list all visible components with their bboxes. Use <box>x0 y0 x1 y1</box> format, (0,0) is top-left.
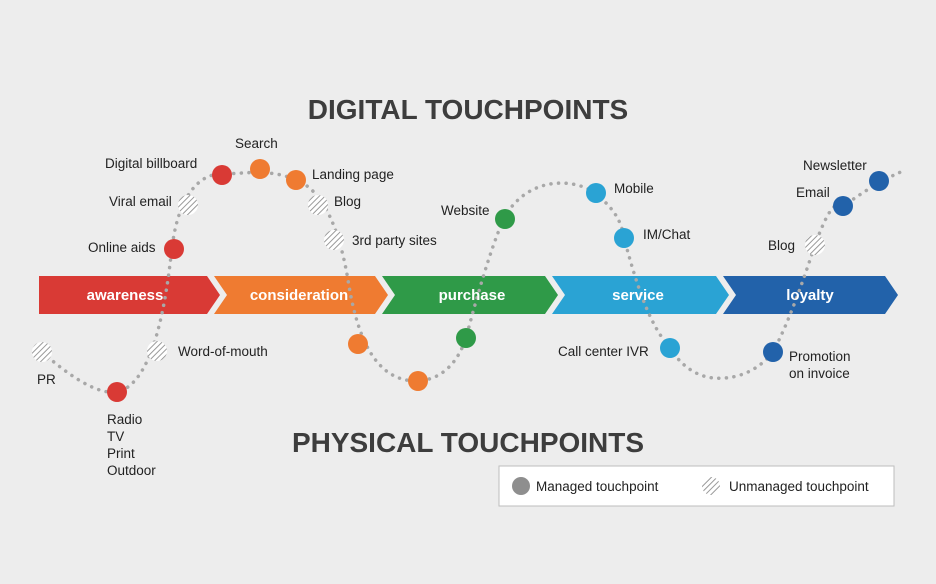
stage-loyalty-arrow <box>723 276 898 314</box>
stage-service-label: service <box>612 287 664 304</box>
stage-purchase-label: purchase <box>439 287 506 304</box>
label-pr: PR <box>37 372 56 387</box>
label-landing-page: Landing page <box>312 167 394 182</box>
touchpoint-newsletter <box>869 171 889 191</box>
label-blog-consideration: Blog <box>334 194 361 209</box>
label-im-chat: IM/Chat <box>643 227 691 242</box>
label-mobile: Mobile <box>614 181 654 196</box>
touchpoint-purchase-physical <box>456 328 476 348</box>
touchpoint-viral-email <box>178 195 198 215</box>
legend-box <box>498 465 895 507</box>
label-newsletter: Newsletter <box>803 158 867 173</box>
label-tv: TV <box>107 429 124 444</box>
stage-awareness-arrow <box>39 276 220 314</box>
touchpoint-consideration-physical-2 <box>408 371 428 391</box>
touchpoint-digital-billboard <box>212 165 232 185</box>
label-word-of-mouth: Word-of-mouth <box>178 344 268 359</box>
stage-consideration-arrow <box>214 276 388 314</box>
stage-consideration-label: consideration <box>250 287 348 304</box>
label-call-center-ivr: Call center IVR <box>558 344 649 359</box>
touchpoint-blog-loyalty <box>805 235 825 255</box>
stage-loyalty-label: loyalty <box>786 287 834 304</box>
label-radio: Radio <box>107 412 142 427</box>
stage-purchase-arrow <box>382 276 558 314</box>
label-email: Email <box>796 185 830 200</box>
touchpoint-call-center-ivr <box>660 338 680 358</box>
label-3rd-party-sites: 3rd party sites <box>352 233 437 248</box>
label-promotion-line2: on invoice <box>789 366 850 381</box>
touchpoint-radio-tv-print-outdoor <box>107 382 127 402</box>
label-outdoor: Outdoor <box>107 463 156 478</box>
digital-touchpoints-title: DIGITAL TOUCHPOINTS <box>308 94 628 125</box>
touchpoint-word-of-mouth <box>147 341 167 361</box>
touchpoint-mobile <box>586 183 606 203</box>
touchpoint-blog-consideration <box>308 195 328 215</box>
stage-awareness-label: awareness <box>87 287 164 304</box>
legend: Managed touchpoint Unmanaged touchpoint <box>498 465 895 507</box>
touchpoint-online-aids <box>164 239 184 259</box>
label-viral-email: Viral email <box>109 194 172 209</box>
label-blog-loyalty: Blog <box>768 238 795 253</box>
legend-managed-swatch <box>512 477 530 495</box>
touchpoint-search <box>250 159 270 179</box>
touchpoint-consideration-physical <box>348 334 368 354</box>
touchpoints <box>32 159 889 402</box>
label-search: Search <box>235 136 278 151</box>
legend-unmanaged-swatch <box>702 477 720 495</box>
label-digital-billboard: Digital billboard <box>105 156 197 171</box>
label-website: Website <box>441 203 490 218</box>
touchpoint-promotion-on-invoice <box>763 342 783 362</box>
legend-managed-label: Managed touchpoint <box>536 479 659 494</box>
label-promotion-line1: Promotion <box>789 349 851 364</box>
touchpoint-landing-page <box>286 170 306 190</box>
touchpoint-website <box>495 209 515 229</box>
legend-unmanaged-label: Unmanaged touchpoint <box>729 479 869 494</box>
physical-touchpoints-title: PHYSICAL TOUCHPOINTS <box>292 427 644 458</box>
touchpoint-im-chat <box>614 228 634 248</box>
touchpoint-3rd-party-sites <box>324 230 344 250</box>
label-print: Print <box>107 446 135 461</box>
label-online-aids: Online aids <box>88 240 156 255</box>
touchpoint-pr <box>32 342 52 362</box>
touchpoint-email <box>833 196 853 216</box>
